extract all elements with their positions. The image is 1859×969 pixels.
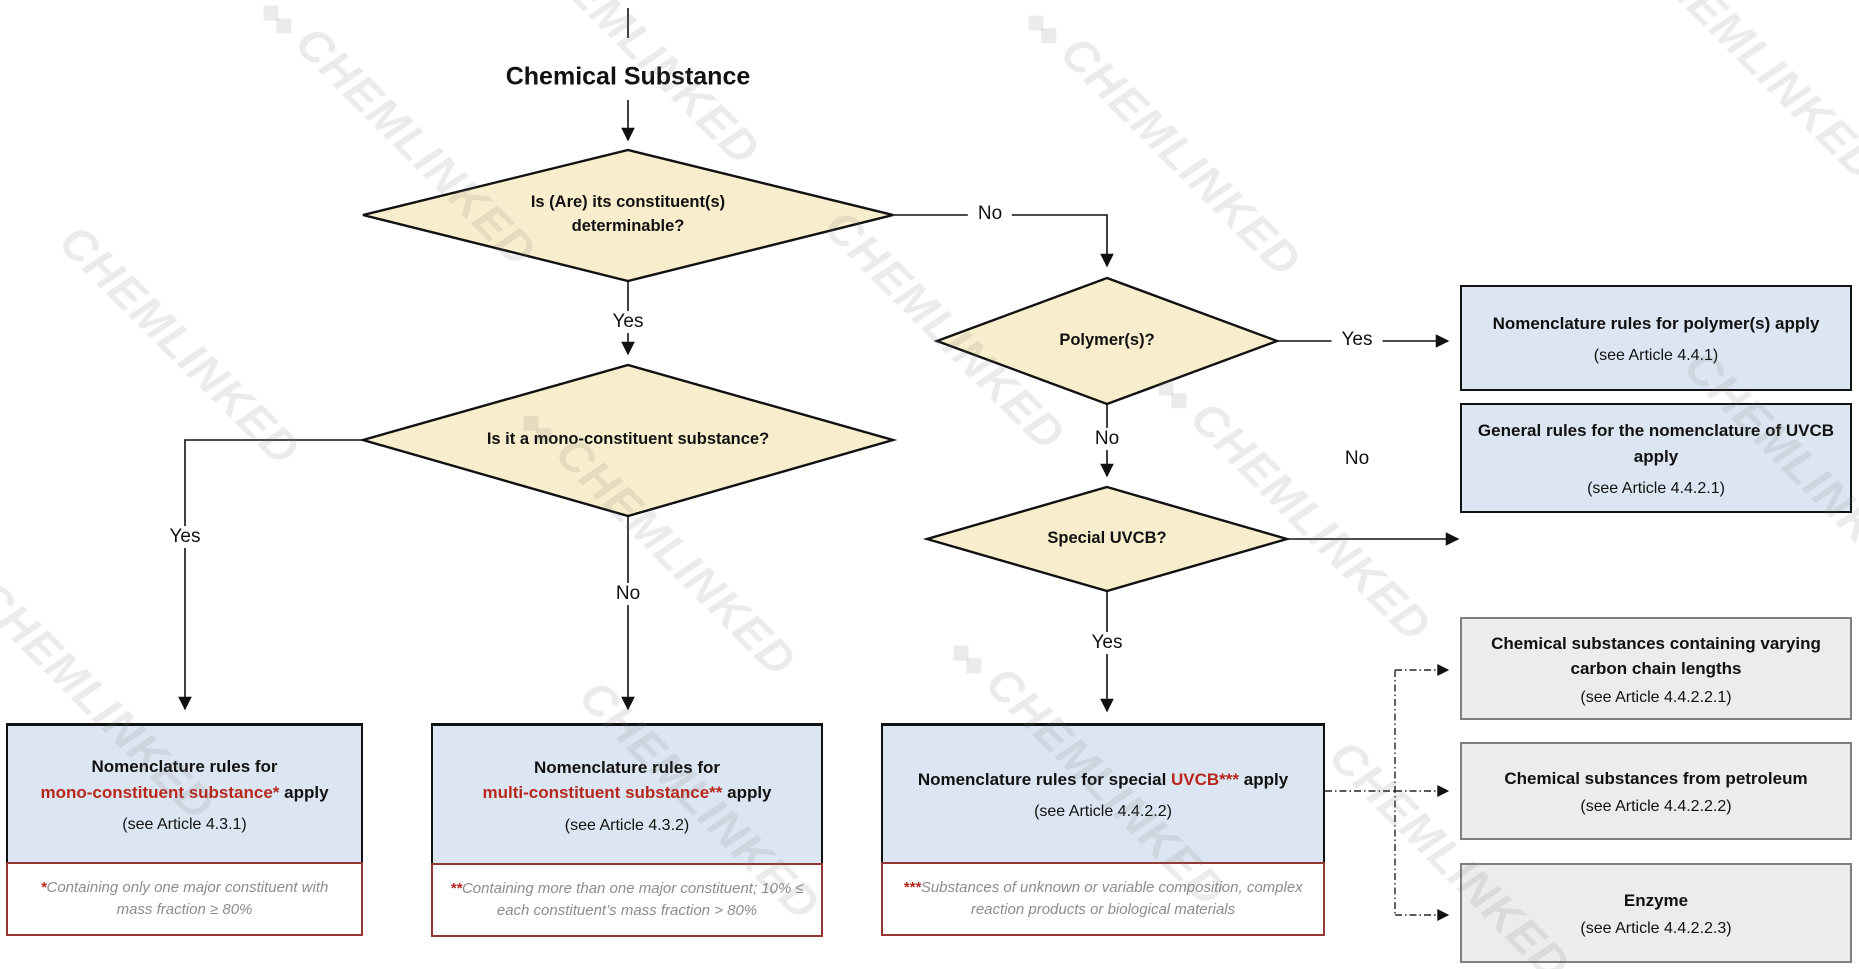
result-box-multi: Nomenclature rules for multi-constituent…	[431, 723, 823, 937]
result-box-mono-footnote: *Containing only one major constituent w…	[6, 862, 363, 936]
result-box-multi-title: Nomenclature rules for multi-constituent…	[482, 757, 772, 803]
result-box-multi-footnote: **Containing more than one major constit…	[431, 863, 823, 937]
result-box-general-uvcb: General rules for the nomenclature of UV…	[1460, 403, 1852, 513]
category-box-enzyme: Enzyme (see Article 4.4.2.2.3)	[1460, 863, 1852, 963]
category-box-petroleum-ref: (see Article 4.4.2.2.2)	[1580, 798, 1732, 816]
result-box-special-uvcb-body: Nomenclature rules for special UVCB*** a…	[881, 723, 1325, 862]
result-box-special-uvcb: Nomenclature rules for special UVCB*** a…	[881, 723, 1325, 936]
result-box-special-uvcb-title: Nomenclature rules for special UVCB*** a…	[917, 769, 1289, 789]
edge-label-special-uvcb-yes: Yes	[1081, 632, 1133, 654]
result-box-general-uvcb-title: General rules for the nomenclature of UV…	[1477, 421, 1835, 466]
result-box-general-uvcb-ref: (see Article 4.4.2.1)	[1587, 480, 1725, 497]
edge-label-mono-no: No	[605, 583, 651, 605]
edge-determinable-no	[893, 214, 1114, 268]
page-title: Chemical Substance	[505, 62, 751, 91]
result-box-polymer-ref: (see Article 4.4.1)	[1593, 347, 1719, 365]
edge-label-determinable-yes: Yes	[602, 311, 654, 333]
decision-mono-label: Is it a mono-constituent substance?	[486, 430, 770, 449]
decision-polymer-label: Polymer(s)?	[1059, 331, 1155, 350]
decision-determinable-label: Is (Are) its constituent(s) determinable…	[530, 193, 726, 235]
edge-label-determinable-no: No	[967, 203, 1013, 225]
result-box-polymer: Nomenclature rules for polymer(s) apply …	[1460, 285, 1852, 391]
result-box-multi-body: Nomenclature rules for multi-constituent…	[431, 723, 823, 863]
category-box-petroleum: Chemical substances from petroleum (see …	[1460, 742, 1852, 840]
edge-label-mono-yes: Yes	[159, 526, 211, 548]
decision-polymer-shape	[933, 276, 1281, 406]
category-box-varying-carbon-ref: (see Article 4.4.2.2.1)	[1580, 688, 1732, 706]
category-box-varying-carbon: Chemical substances containing varying c…	[1460, 617, 1852, 720]
decision-special-uvcb-label: Special UVCB?	[1047, 529, 1167, 548]
category-box-enzyme-title: Enzyme	[1623, 890, 1689, 910]
category-box-varying-carbon-title: Chemical substances containing varying c…	[1491, 633, 1821, 679]
result-box-polymer-title: Nomenclature rules for polymer(s) apply	[1492, 313, 1820, 333]
decision-mono-shape	[358, 363, 898, 518]
result-box-mono-body: Nomenclature rules for mono-constituent …	[6, 723, 363, 862]
result-box-multi-ref: (see Article 4.3.2)	[564, 816, 690, 834]
edge-mono-yes	[178, 439, 363, 711]
category-box-petroleum-title: Chemical substances from petroleum	[1504, 768, 1808, 788]
result-box-mono: Nomenclature rules for mono-constituent …	[6, 723, 363, 936]
edge-label-polymer-yes: Yes	[1331, 329, 1383, 351]
result-box-mono-title: Nomenclature rules for mono-constituent …	[40, 757, 329, 802]
decision-determinable-shape	[362, 148, 894, 283]
decision-special-uvcb-shape	[922, 485, 1292, 593]
result-box-special-uvcb-footnote: ***Substances of unknown or variable com…	[881, 862, 1325, 936]
category-box-enzyme-ref: (see Article 4.4.2.2.3)	[1580, 920, 1732, 938]
edge-label-polymer-no: No	[1084, 428, 1130, 450]
edge-label-special-uvcb-no: No	[1334, 448, 1380, 470]
result-box-special-uvcb-ref: (see Article 4.4.2.2)	[1034, 803, 1172, 821]
result-box-mono-ref: (see Article 4.3.1)	[122, 816, 247, 833]
